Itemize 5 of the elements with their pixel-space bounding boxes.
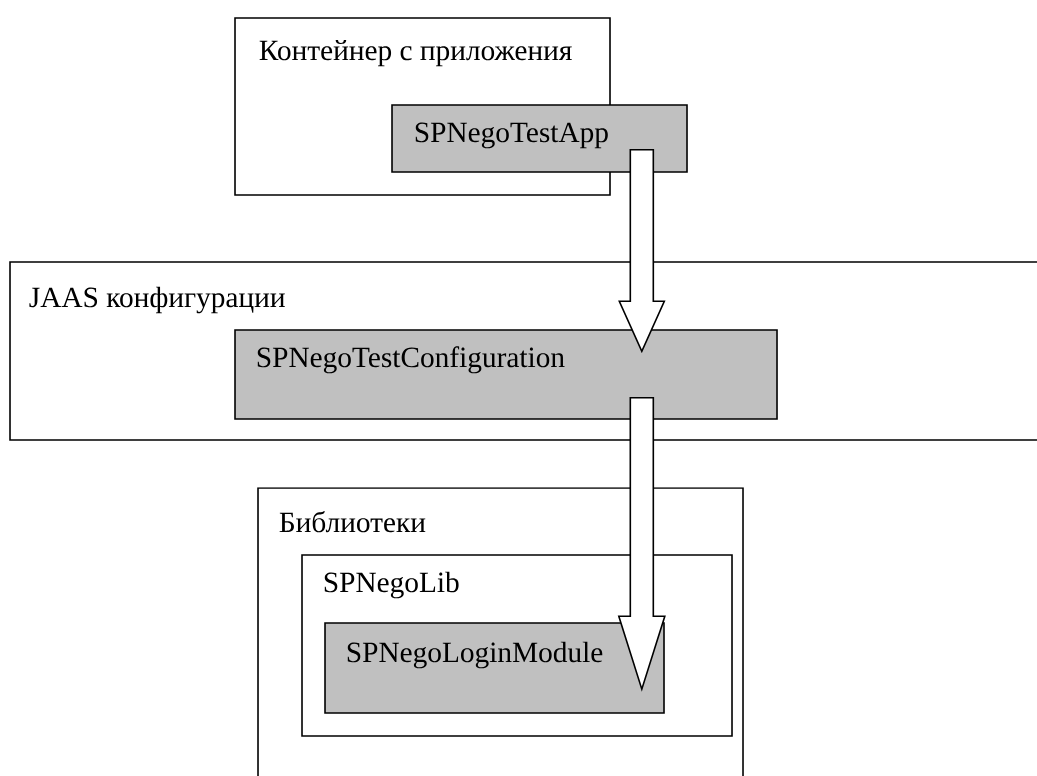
block-arrow <box>618 149 666 354</box>
block-arrow <box>617 397 666 692</box>
component-box: SPNegoLoginModule <box>324 622 665 714</box>
component-box: SPNegoTestApp <box>391 104 688 173</box>
component-box: SPNegoTestConfiguration <box>234 329 778 420</box>
